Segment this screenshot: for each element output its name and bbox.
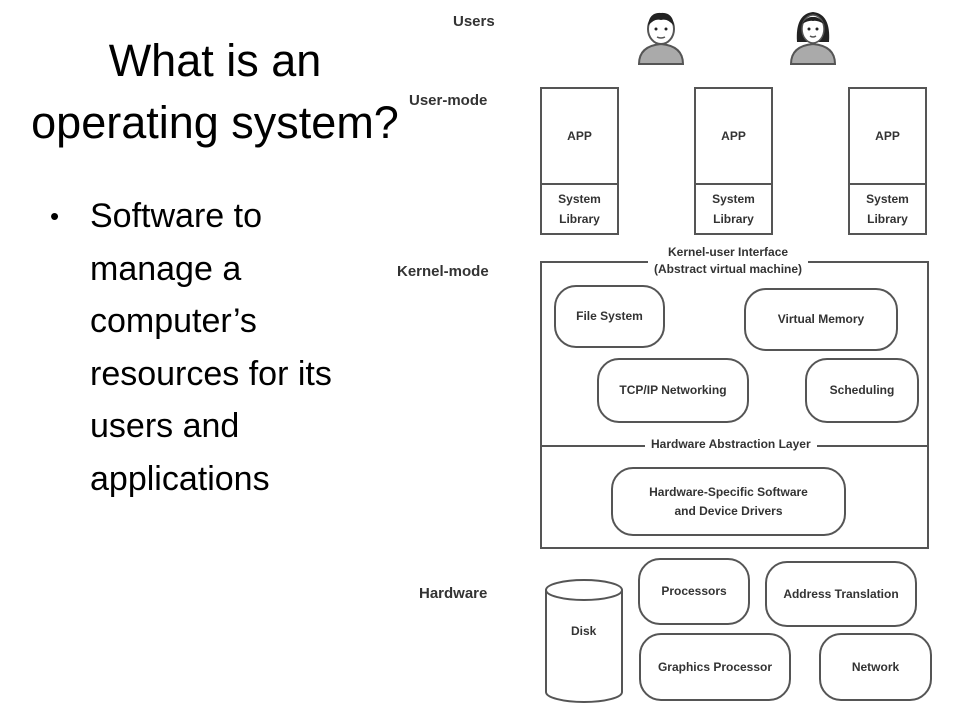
library-line: Library [713,212,754,226]
bullet-item: • Software to manage a computer’s resour… [50,190,380,505]
female-user-icon [789,12,837,65]
networking-box: TCP/IP Networking [597,358,749,423]
male-user-icon [637,12,685,65]
bullet-list: • Software to manage a computer’s resour… [50,190,380,505]
library-line: Library [559,212,600,226]
library-line: System [712,192,755,206]
os-architecture-diagram: Users User-mode Kernel-mode Hardware APP… [385,0,960,720]
graphics-processor-box: Graphics Processor [639,633,791,701]
app-label: APP [696,89,771,185]
virtual-memory-box: Virtual Memory [744,288,898,351]
bullet-line: computer’s [90,302,257,340]
bullet-line: applications [90,459,270,498]
library-line: Library [867,212,908,226]
layer-label-kernel-mode: Kernel-mode [397,263,489,280]
kernel-interface-line: Kernel-user Interface [668,245,789,259]
bullet-marker: • [50,201,60,231]
bullet-line: resources for its [90,354,332,393]
bullet-line: manage a [90,249,242,288]
drivers-line: Hardware-Specific Software [649,484,808,499]
app-label: APP [542,89,617,185]
layer-label-hardware: Hardware [419,585,488,602]
title-line-1: What is an [108,35,322,86]
kernel-interface-line: (Abstract virtual machine) [654,262,803,276]
drivers-line: and Device Drivers [674,503,783,518]
kernel-user-interface-label: Kernel-user Interface (Abstract virtual … [648,244,809,278]
layer-label-users: Users [453,13,495,30]
bullet-line: users and [90,407,240,445]
app-label: APP [850,89,925,185]
address-translation-box: Address Translation [765,561,917,627]
bullet-text: Software to manage a computer’s resource… [90,190,332,505]
library-line: System [866,192,909,206]
scheduling-box: Scheduling [805,358,919,423]
slide-title: What is an operating system? [0,30,430,154]
bullet-line: Software to [90,197,262,235]
network-box: Network [819,633,932,701]
library-line: System [558,192,601,206]
file-system-box: File System [554,285,665,348]
title-line-2: operating system? [31,97,399,148]
disk-label: Disk [571,624,597,638]
layer-label-user-mode: User-mode [409,92,488,109]
disk-icon [545,579,623,703]
hal-label: Hardware Abstraction Layer [645,436,817,453]
device-drivers-box: Hardware-Specific Software and Device Dri… [611,467,846,536]
processors-box: Processors [638,558,750,625]
